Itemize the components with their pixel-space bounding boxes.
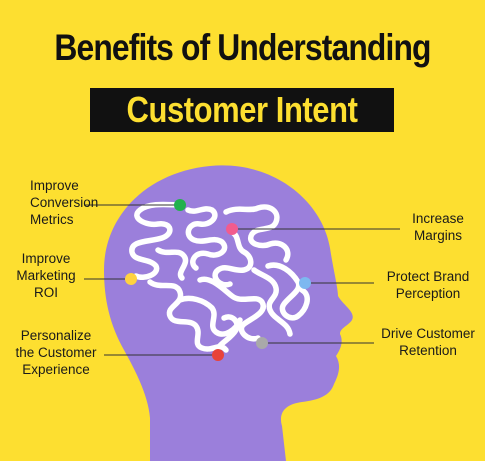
title-line-1: Benefits of Understanding (54, 27, 431, 68)
label-increase-margins: Increase Margins (404, 210, 472, 244)
head-silhouette (104, 165, 353, 461)
title-line-2: Customer Intent (126, 89, 358, 130)
label-line: Retention (399, 343, 457, 358)
label-line: Personalize (20, 328, 92, 343)
dot-marketing (125, 273, 137, 285)
label-improve-marketing-roi: Improve Marketing ROI (14, 250, 78, 301)
label-line: Protect Brand (386, 269, 470, 284)
title-highlight-band (90, 88, 394, 132)
maze-brain (129, 201, 310, 355)
dot-brand (299, 277, 311, 289)
label-improve-conversion-metrics: Improve Conversion Metrics (30, 177, 98, 228)
label-drive-customer-retention: Drive Customer Retention (376, 325, 480, 359)
label-line: Marketing (16, 268, 76, 283)
label-line: Drive Customer (381, 326, 475, 341)
label-line: Metrics (30, 212, 74, 227)
label-personalize-customer-experience: Personalize the Customer Experience (10, 327, 102, 378)
label-line: the Customer (15, 345, 97, 360)
label-line: Increase (412, 211, 464, 226)
label-line: Conversion (30, 195, 99, 210)
dot-margins (226, 223, 238, 235)
dot-conversion (174, 199, 186, 211)
label-line: Improve (21, 251, 71, 266)
leader-lines (84, 204, 400, 356)
dot-personalize (212, 349, 224, 361)
dot-retention (256, 337, 268, 349)
label-line: Improve (30, 178, 79, 193)
label-protect-brand-perception: Protect Brand Perception (378, 268, 478, 302)
label-line: ROI (33, 285, 58, 300)
label-line: Experience (22, 362, 90, 377)
label-line: Margins (413, 228, 462, 243)
label-line: Perception (395, 286, 461, 301)
